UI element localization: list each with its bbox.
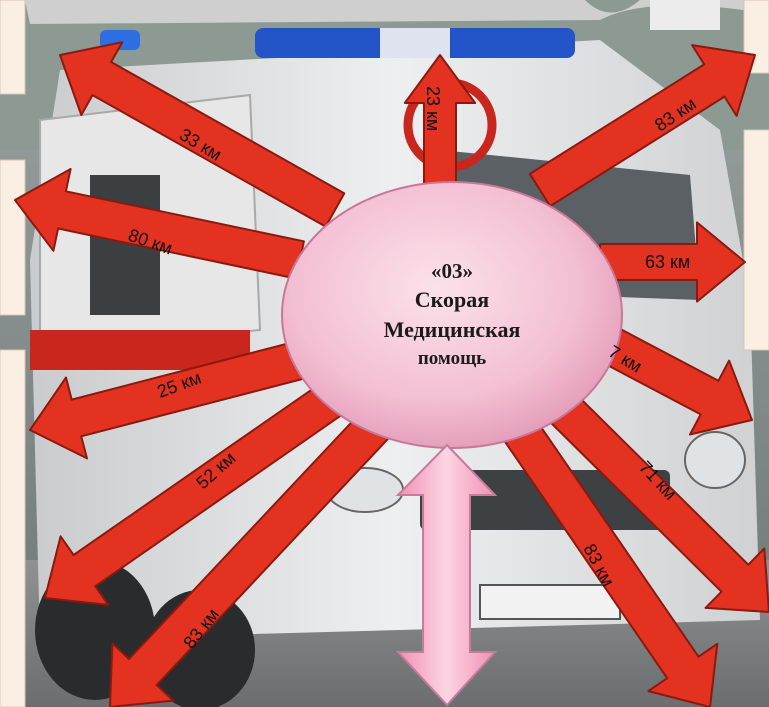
left-box-1 [0, 0, 26, 95]
arrow-lower-left [29, 340, 306, 460]
top-banner-shape [25, 0, 769, 24]
center-hub [281, 181, 623, 449]
distance-label-top: 23 км [423, 86, 443, 131]
distance-arrows [14, 41, 769, 707]
left-box-2 [0, 159, 26, 316]
double-arrow-vertical [395, 443, 498, 707]
arrow-top [403, 54, 477, 191]
arrow-right [599, 221, 746, 303]
light-bar-center [380, 28, 450, 58]
arrow-upper-right [528, 44, 756, 208]
arrow-bottom-right2 [503, 418, 719, 707]
right-headlight [684, 431, 746, 489]
arrow-bottom-right [545, 390, 769, 613]
arrow-bottom-left2 [109, 411, 390, 707]
top-right-logo-fragment [650, 0, 720, 30]
arrow-bottom-left [44, 383, 342, 606]
arrow-right-low [600, 327, 753, 436]
arrow-left [14, 168, 305, 280]
right-box-2 [743, 129, 769, 351]
left-box-3 [0, 349, 26, 707]
arrow-upper-left [59, 41, 346, 228]
license-plate [479, 584, 621, 620]
distance-label-right: 63 км [645, 252, 690, 272]
